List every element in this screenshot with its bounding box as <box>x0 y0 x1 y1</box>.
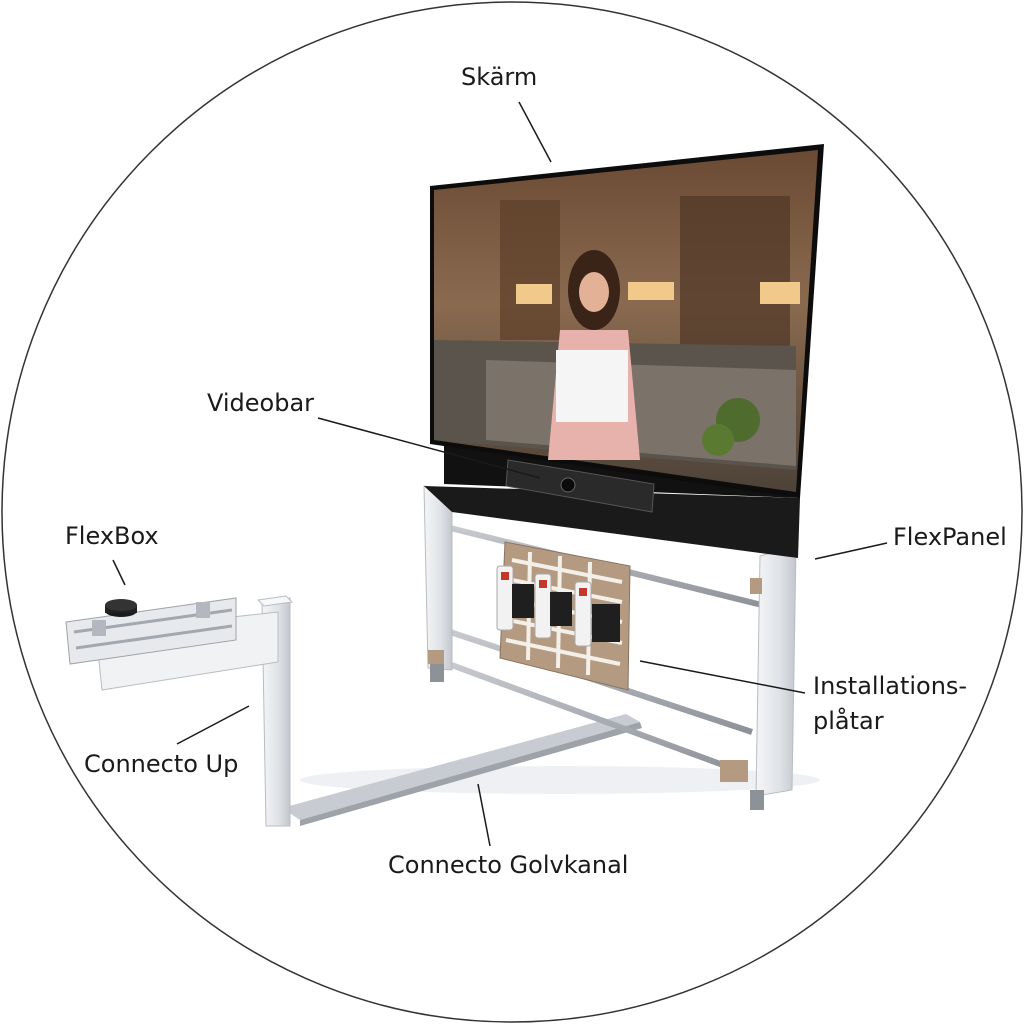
label-connecto-up: Connecto Up <box>84 750 239 778</box>
power-strips <box>496 565 620 647</box>
leader-connecto-up <box>176 705 250 745</box>
label-videobar: Videobar <box>207 389 315 417</box>
leader-videobar <box>317 417 541 479</box>
label-flexbox: FlexBox <box>65 522 159 550</box>
label-installation-line1: Installations- <box>813 672 968 700</box>
flexpanel-posts <box>423 485 797 810</box>
installation-plates <box>496 541 631 691</box>
leader-lines <box>112 101 888 847</box>
label-flexpanel: FlexPanel <box>893 523 1007 551</box>
label-skarm: Skärm <box>461 63 538 91</box>
tv-screen-icon <box>430 144 824 498</box>
leader-golvkanal <box>477 783 491 847</box>
connecto-golvkanal <box>282 714 642 826</box>
label-connecto-golvkanal: Connecto Golvkanal <box>388 851 629 879</box>
flexbox-icon <box>65 597 237 665</box>
leader-skarm <box>518 101 552 163</box>
leader-flexpanel <box>814 542 888 560</box>
label-installation-line2: plåtar <box>813 707 884 735</box>
leader-installation <box>639 660 806 694</box>
leader-flexbox <box>112 559 126 586</box>
videobar-icon <box>505 459 655 513</box>
